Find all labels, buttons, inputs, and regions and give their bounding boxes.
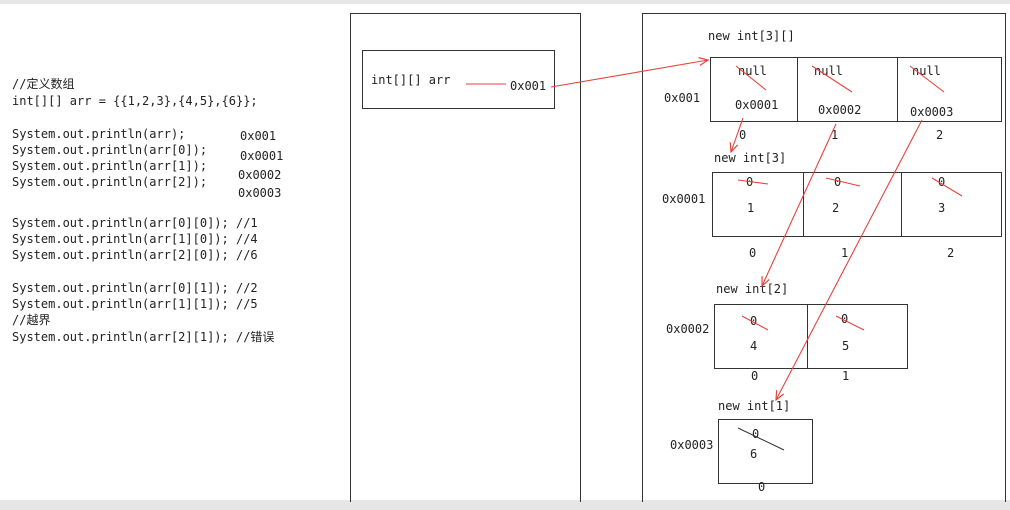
outer-array-cell bbox=[797, 58, 898, 121]
top-border bbox=[0, 0, 1010, 4]
heap-panel bbox=[642, 13, 1006, 502]
inner-cell-old-value: 0 bbox=[841, 312, 849, 326]
outer-array-title: new int[3][] bbox=[708, 29, 795, 43]
outer-index: 2 bbox=[936, 128, 944, 142]
inner-cell-value: 4 bbox=[750, 339, 758, 353]
code-line: System.out.println(arr[2][0]); //6 bbox=[12, 248, 258, 262]
inner-cell-old-value: 0 bbox=[752, 427, 760, 441]
code-array-declaration: int[][] arr = {{1,2,3},{4,5},{6}}; bbox=[12, 94, 258, 108]
inner-array-title: new int[3] bbox=[714, 151, 787, 165]
inner-cell-value: 3 bbox=[938, 201, 946, 215]
inner-cell-old-value: 0 bbox=[834, 175, 842, 189]
code-line: System.out.println(arr[0]); bbox=[12, 143, 208, 157]
code-line: System.out.println(arr[1]); bbox=[12, 159, 208, 173]
printed-value: 0x0002 bbox=[238, 168, 282, 182]
outer-cell-old-value: null bbox=[814, 64, 843, 78]
inner-array-box bbox=[718, 419, 813, 484]
inner-index: 0 bbox=[749, 246, 757, 260]
inner-array-cell bbox=[719, 420, 812, 483]
outer-cell-value: 0x0001 bbox=[735, 98, 779, 112]
printed-value: 0x001 bbox=[240, 129, 277, 143]
inner-array-cell bbox=[807, 305, 908, 368]
outer-index: 0 bbox=[739, 128, 747, 142]
printed-value: 0x0003 bbox=[238, 186, 282, 200]
inner-array-cell bbox=[901, 173, 1002, 236]
printed-value: 0x0001 bbox=[240, 149, 284, 163]
inner-cell-value: 6 bbox=[750, 447, 758, 461]
outer-cell-value: 0x0003 bbox=[910, 105, 954, 119]
outer-cell-old-value: null bbox=[738, 64, 767, 78]
code-line: System.out.println(arr); bbox=[12, 127, 186, 141]
code-line: System.out.println(arr[0][1]); //2 bbox=[12, 281, 258, 295]
inner-cell-value: 1 bbox=[747, 201, 755, 215]
stack-variable-label: int[][] arr bbox=[371, 73, 451, 87]
outer-index: 1 bbox=[831, 128, 839, 142]
stack-panel bbox=[350, 13, 581, 502]
code-line: System.out.println(arr[2]); bbox=[12, 175, 208, 189]
outer-array-cell bbox=[897, 58, 1002, 121]
inner-array-title: new int[2] bbox=[716, 282, 789, 296]
stack-variable-value: 0x001 bbox=[510, 79, 547, 93]
inner-array-address: 0x0002 bbox=[666, 322, 710, 336]
inner-cell-old-value: 0 bbox=[938, 175, 946, 189]
inner-array-address: 0x0001 bbox=[662, 192, 706, 206]
outer-array-address: 0x001 bbox=[664, 91, 701, 105]
bottom-border bbox=[0, 500, 1010, 510]
inner-array-cell bbox=[715, 305, 807, 368]
code-line: System.out.println(arr[1][0]); //4 bbox=[12, 232, 258, 246]
inner-array-cell bbox=[713, 173, 803, 236]
inner-array-box bbox=[712, 172, 1002, 237]
outer-cell-old-value: null bbox=[912, 64, 941, 78]
inner-cell-old-value: 0 bbox=[746, 175, 754, 189]
inner-index: 0 bbox=[758, 480, 766, 494]
code-line: System.out.println(arr[1][1]); //5 bbox=[12, 297, 258, 311]
inner-array-box bbox=[714, 304, 908, 369]
inner-array-cell bbox=[803, 173, 902, 236]
code-error-line: System.out.println(arr[2][1]); //错误 bbox=[12, 330, 275, 344]
inner-cell-value: 5 bbox=[842, 339, 850, 353]
inner-index: 2 bbox=[947, 246, 955, 260]
code-comment-out-of-bounds: //越界 bbox=[12, 313, 51, 327]
outer-cell-value: 0x0002 bbox=[818, 103, 862, 117]
inner-cell-value: 2 bbox=[832, 201, 840, 215]
inner-index: 0 bbox=[751, 369, 759, 383]
code-comment-define: //定义数组 bbox=[12, 77, 75, 91]
inner-cell-old-value: 0 bbox=[750, 314, 758, 328]
inner-array-title: new int[1] bbox=[718, 399, 791, 413]
inner-index: 1 bbox=[841, 246, 849, 260]
inner-index: 1 bbox=[842, 369, 850, 383]
code-line: System.out.println(arr[0][0]); //1 bbox=[12, 216, 258, 230]
inner-array-address: 0x0003 bbox=[670, 438, 714, 452]
